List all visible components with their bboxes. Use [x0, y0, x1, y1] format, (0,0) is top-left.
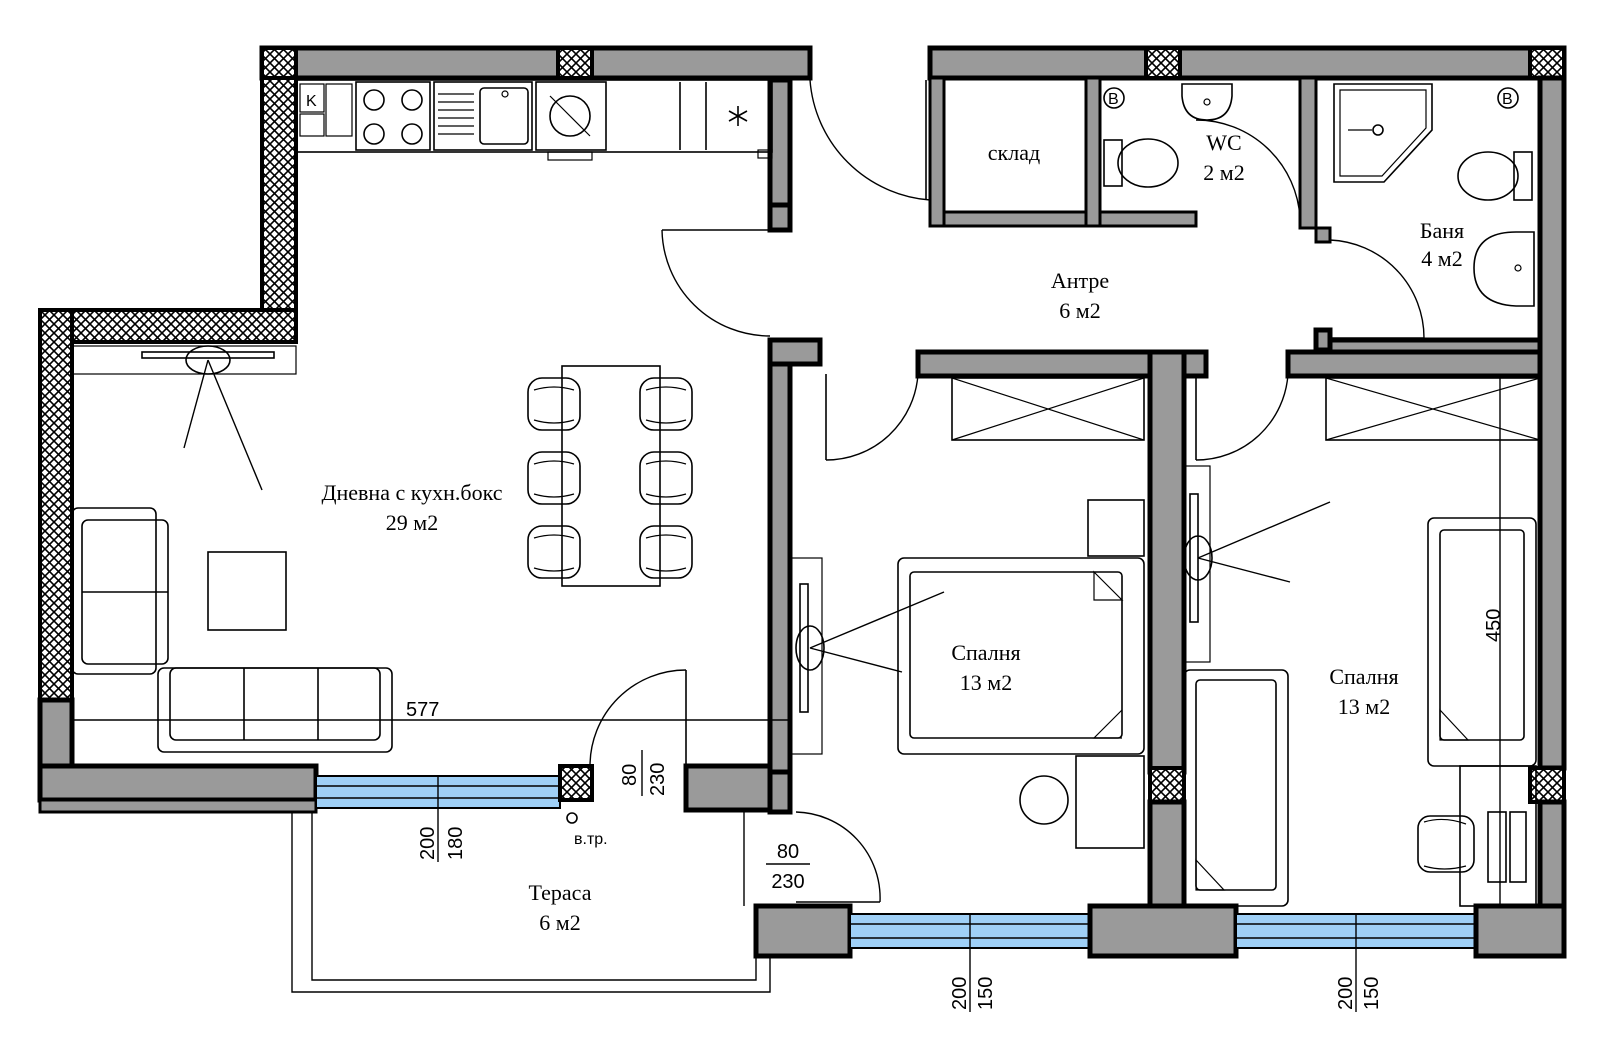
hall-room-area: 6 м2: [1059, 298, 1100, 323]
bedroom1-area: 13 м2: [960, 670, 1012, 695]
drain-label: в.тр.: [574, 831, 608, 848]
bed2-window-height1: 200: [1335, 977, 1357, 1010]
wc-room-name: WC: [1206, 130, 1241, 155]
doors: [566, 79, 1425, 903]
chair: [639, 451, 693, 505]
chair: [639, 525, 693, 579]
terrace-area: 6 м2: [539, 910, 580, 935]
bedroom2-area: 13 м2: [1338, 694, 1390, 719]
living-room-name: Дневна с кухн.бокс: [322, 480, 503, 505]
bed2-window-height2: 150: [1361, 977, 1383, 1010]
storage-room-name: склад: [988, 140, 1040, 165]
wc-room-area: 2 м2: [1203, 160, 1244, 185]
chair: [527, 525, 581, 579]
terrace-name: Тераса: [529, 880, 592, 905]
boiler-label-wc: B: [1108, 91, 1119, 108]
fridge-label: K: [306, 93, 317, 110]
living-room-area: 29 м2: [386, 510, 438, 535]
living-furniture: [71, 345, 790, 753]
wet-rooms: [1103, 83, 1535, 307]
bedroom1-name: Спалня: [951, 640, 1020, 665]
walls: [37, 45, 1567, 959]
kitchen-counter: [295, 79, 773, 161]
chair: [527, 377, 581, 431]
living-width-dimension: 577: [406, 699, 439, 721]
dimension-labels: 577 450 80 230 80 230 200 180 200 150 20…: [306, 91, 1513, 1012]
bedroom2-length-dimension: 450: [1483, 609, 1505, 642]
room-labels: Дневна с кухн.бокс 29 м2 склад WC 2 м2 Б…: [322, 130, 1465, 935]
terrace: [291, 812, 771, 993]
terrace-door2-height: 230: [771, 871, 804, 893]
hall-room-name: Антре: [1051, 268, 1109, 293]
bedroom2-name: Спалня: [1329, 664, 1398, 689]
terrace-door-width: 80: [619, 764, 641, 786]
terrace-door2-width: 80: [777, 841, 799, 863]
bedroom1-furniture: [789, 377, 1145, 849]
living-window-height2: 180: [445, 827, 467, 860]
chair: [639, 377, 693, 431]
bath-room-area: 4 м2: [1421, 246, 1462, 271]
bedroom2-furniture: [1183, 376, 1541, 907]
terrace-door-height: 230: [647, 763, 669, 796]
bed1-window-height1: 200: [949, 977, 971, 1010]
chair: [527, 451, 581, 505]
bath-room-name: Баня: [1420, 218, 1464, 243]
living-window-height1: 200: [417, 827, 439, 860]
bed1-window-height2: 150: [975, 977, 997, 1010]
boiler-label-bath: B: [1502, 91, 1513, 108]
